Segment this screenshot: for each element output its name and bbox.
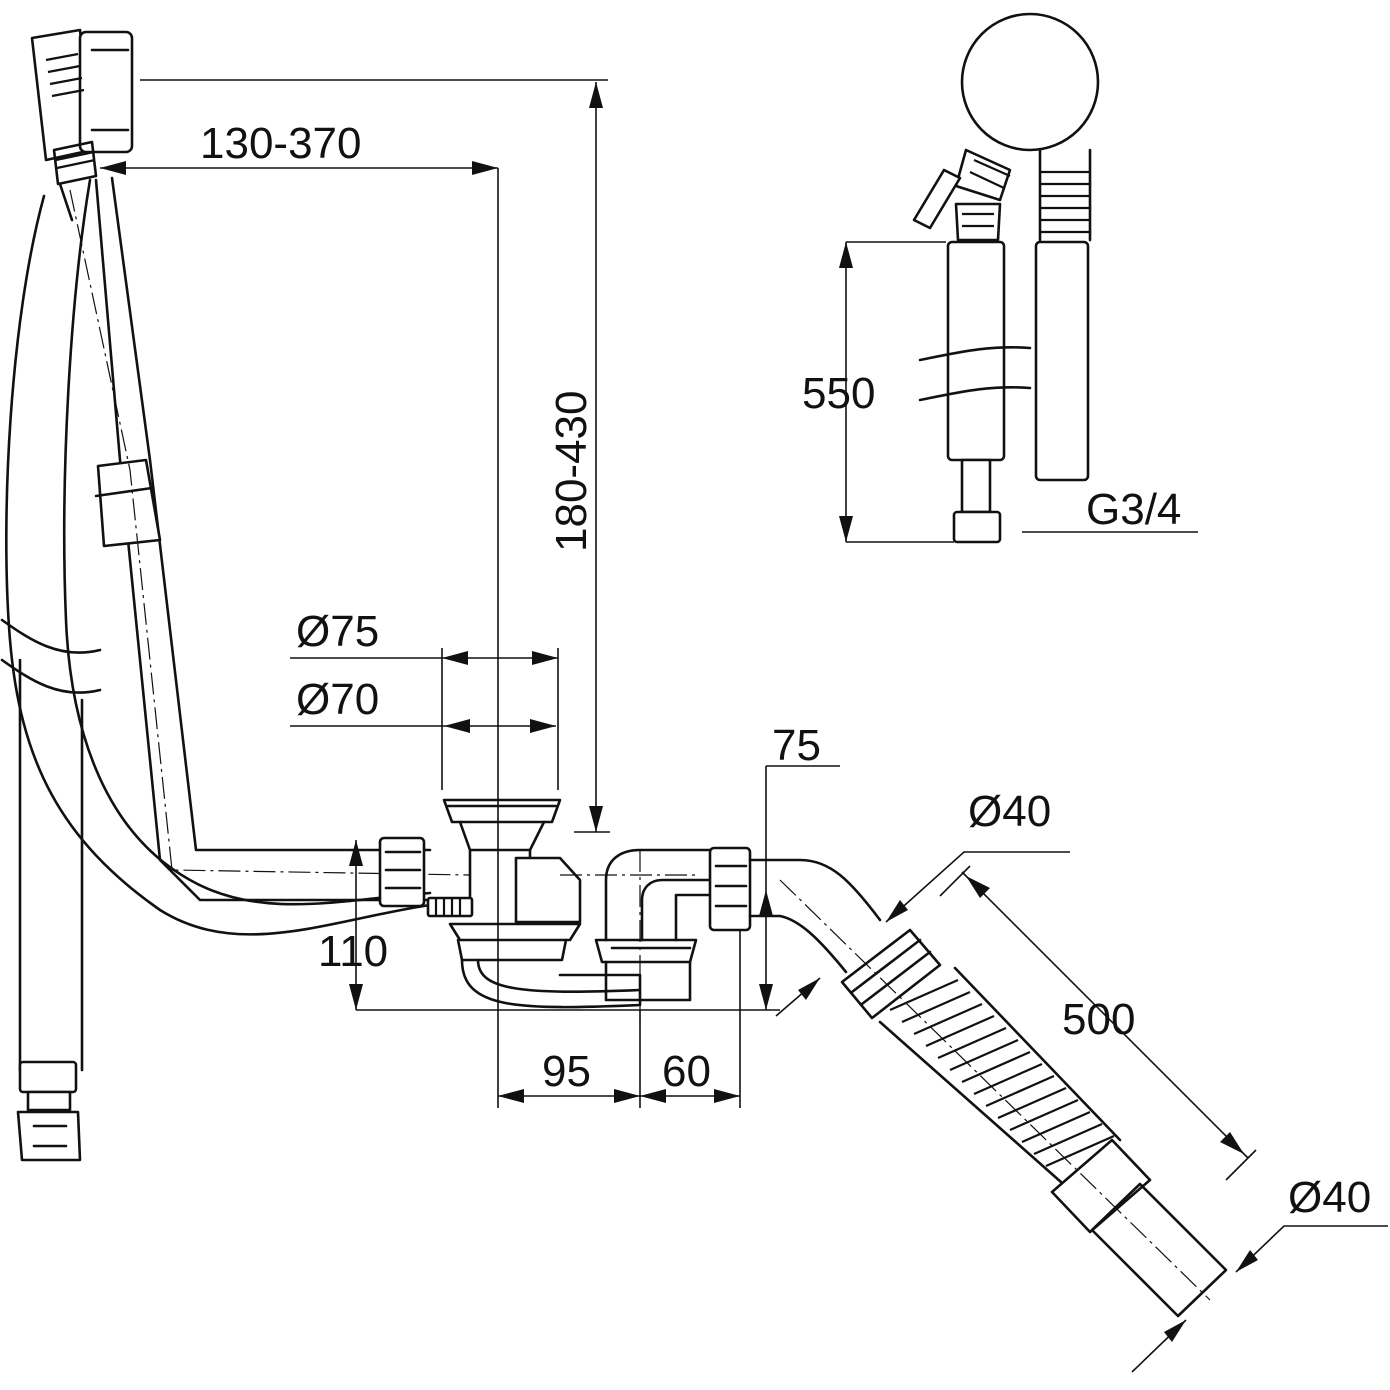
outlet-hose: [779, 879, 1228, 1318]
detail-view: [912, 12, 1100, 544]
waste-body: [378, 798, 882, 1020]
dim-overflow-height: 180-430: [547, 391, 596, 552]
dim-outlet-dia: Ø40: [968, 787, 1051, 836]
dim-hose-end-dia: Ø40: [1288, 1173, 1371, 1222]
dim-dia-75: Ø75: [296, 607, 379, 656]
dim-detail-thread: G3/4: [1086, 485, 1181, 534]
dim-drain-height: 110: [318, 927, 388, 976]
dim-detail-length: 550: [802, 369, 875, 418]
left-hoses: [0, 176, 471, 1162]
dim-offset-95: 95: [542, 1047, 591, 1096]
dim-dia-70: Ø70: [296, 675, 379, 724]
dim-overflow-reach: 130-370: [200, 119, 361, 168]
dimension-labels: 130-370 180-430 Ø75 Ø70 110 95 60 75 Ø40…: [200, 119, 1371, 1222]
dim-hose-length: 500: [1062, 995, 1135, 1044]
dimension-lines: [100, 79, 1388, 1373]
overflow-head: [30, 28, 134, 222]
dim-offset-60: 60: [662, 1047, 711, 1096]
dim-outlet-75: 75: [772, 721, 821, 770]
